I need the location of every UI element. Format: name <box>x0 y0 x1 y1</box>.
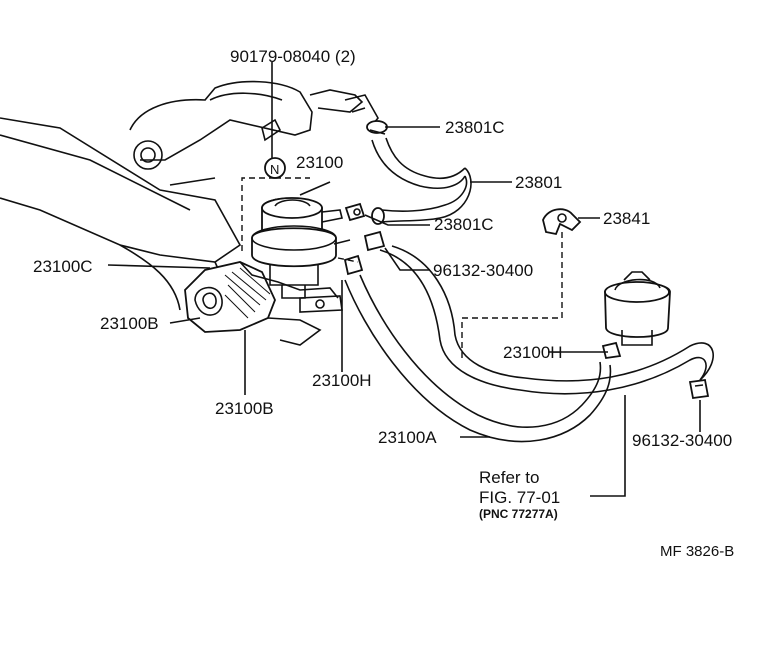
dashed-reference-lines <box>241 177 563 360</box>
label-valve-23100: 23100 <box>296 153 343 172</box>
label-clamp-23801C-mid: 23801C <box>434 215 494 234</box>
vacuum-canister[interactable] <box>604 271 671 346</box>
reference-line-2: FIG. 77-01 <box>479 488 560 507</box>
label-gasket-23100C: 23100C <box>33 257 93 276</box>
engine-block-outline <box>0 80 364 311</box>
label-clamp-23801C-upper: 23801C <box>445 118 505 137</box>
hose-clamp-right[interactable] <box>601 341 622 360</box>
label-clamp-23100H-center: 23100H <box>312 371 372 390</box>
label-clip-96132-30400-center: 96132-30400 <box>433 261 533 280</box>
reference-line-3: (PNC 77277A) <box>479 507 558 521</box>
air-suction-valve-23100[interactable] <box>251 197 351 299</box>
hose-23801[interactable] <box>344 94 472 225</box>
hose-clamp-upper[interactable] <box>366 120 388 135</box>
reference-line-1: Refer to <box>479 468 539 487</box>
n-symbol-letter: N <box>270 162 279 177</box>
leader-lines <box>107 62 701 497</box>
hose-23100A[interactable] <box>344 245 714 443</box>
label-gasket-23100B-bottom: 23100B <box>215 399 274 418</box>
label-hose-23100A: 23100A <box>378 428 437 447</box>
reed-valve-assembly[interactable] <box>184 261 343 346</box>
label-clamp-23100H-right: 23100H <box>503 343 563 362</box>
label-bolt-90179-08040: 90179-08040 (2) <box>230 47 356 66</box>
bracket-23841[interactable] <box>542 208 582 236</box>
label-clip-96132-30400-right: 96132-30400 <box>632 431 732 450</box>
hose-clip-right[interactable] <box>688 378 710 400</box>
hose-clamp-mid[interactable] <box>344 202 366 222</box>
label-hose-23801: 23801 <box>515 173 562 192</box>
hose-clip-center[interactable] <box>343 230 386 276</box>
label-gasket-23100B-left: 23100B <box>100 314 159 333</box>
figure-code: MF 3826-B <box>660 543 734 560</box>
label-bracket-23841: 23841 <box>603 209 650 228</box>
part-labels: 90179-08040 (2) 23801C 23801 23100 23801… <box>33 47 734 560</box>
